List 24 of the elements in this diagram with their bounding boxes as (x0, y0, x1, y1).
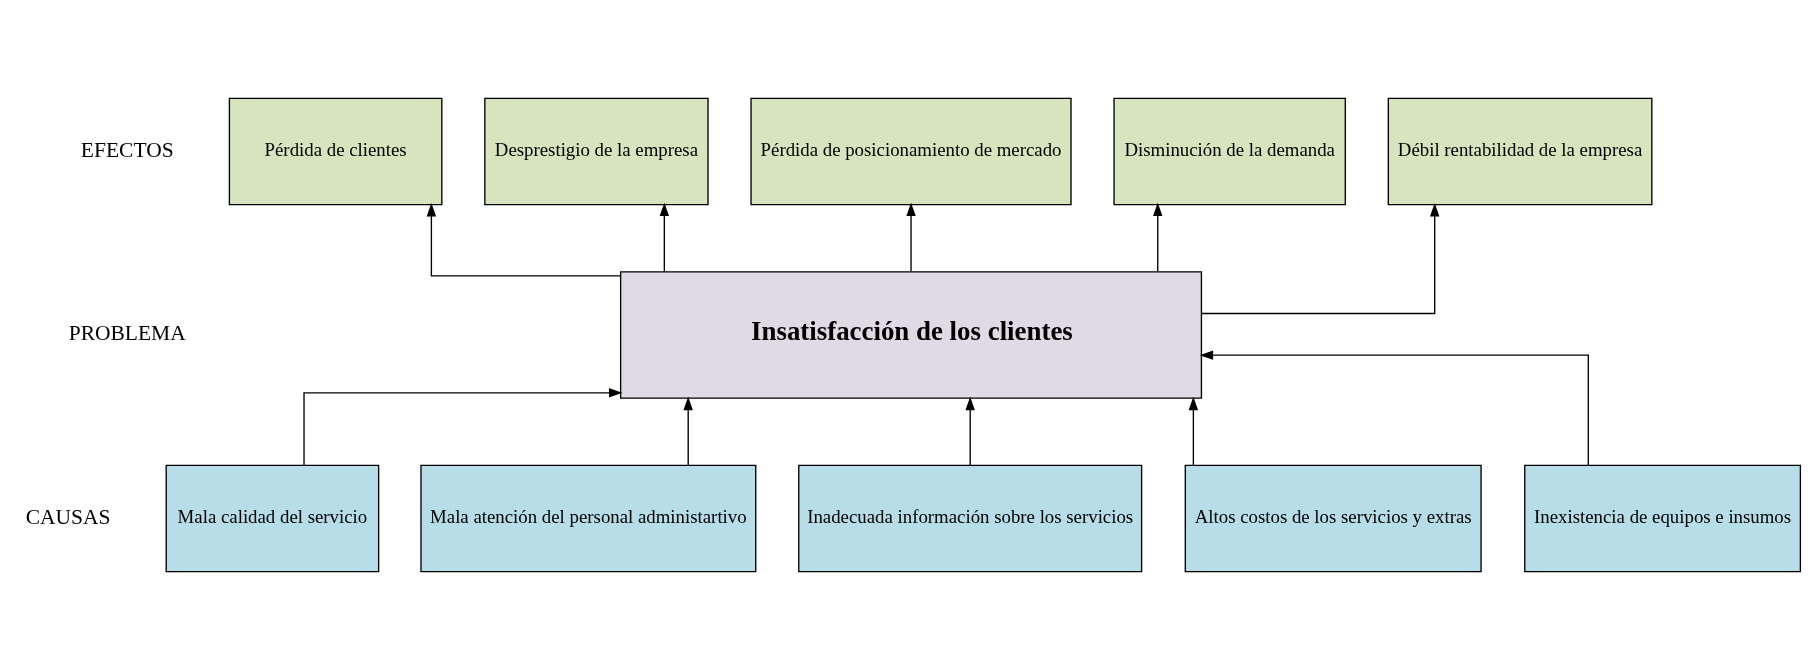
node-box: Altos costos de los servicios y extras (1184, 464, 1482, 572)
label: EFECTOS (80, 137, 174, 162)
node-box: Insatisfacción de los clientes (619, 270, 1203, 399)
node-box: Pérdida de posicionamiento de mercado (750, 97, 1072, 205)
arrow (683, 396, 693, 466)
arrow (1153, 202, 1163, 272)
node-box: Desprestigio de la empresa (484, 97, 709, 205)
label: CAUSAS (25, 504, 111, 529)
node-box: Inexistencia de equipos e insumos (1524, 464, 1802, 572)
arrow (659, 202, 670, 272)
arrow (426, 202, 622, 276)
node-box: Pérdida de clientes (228, 97, 443, 205)
arrow (906, 202, 916, 272)
node-box: Inadecuada información sobre los servicios (798, 464, 1143, 572)
arrow (965, 396, 975, 466)
arrow (1188, 396, 1199, 466)
node-box: Débil rentabilidad de la empresa (1387, 97, 1653, 205)
node-box: Disminución de la demanda (1113, 97, 1346, 205)
arrow (1199, 349, 1589, 466)
node-box: Mala atención del personal administartivo (420, 464, 757, 572)
arrow (303, 387, 623, 466)
label: PROBLEMA (68, 320, 186, 345)
node-box: Mala calidad del servicio (165, 464, 380, 572)
arrow (1200, 202, 1440, 314)
